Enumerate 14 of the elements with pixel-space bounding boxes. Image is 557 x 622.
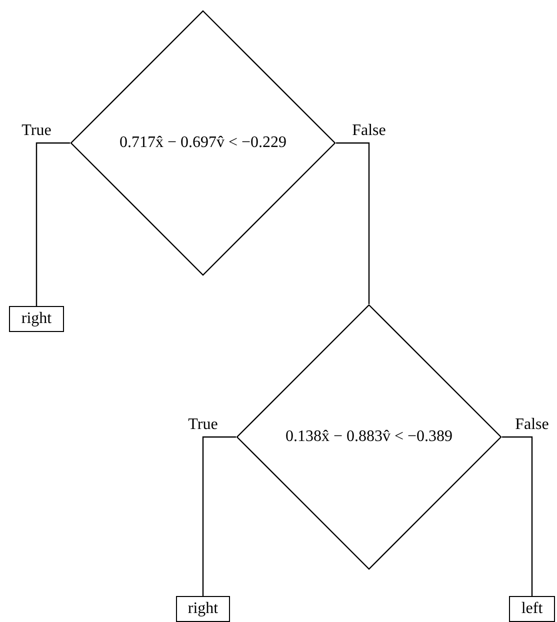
leaf-box [509, 596, 555, 622]
class-label: right [21, 310, 52, 328]
connector-line [502, 436, 533, 596]
class-label: left [521, 600, 543, 618]
condition-text: 0.717x̂ − 0.697v̂ < −0.229 [119, 134, 287, 152]
class-label: right [188, 600, 218, 618]
connector-line [202, 436, 236, 596]
connector-line [36, 142, 70, 306]
leaf-box [9, 306, 64, 332]
condition-text: 0.138x̂ − 0.883v̂ < −0.389 [285, 428, 453, 446]
connector-line [336, 142, 370, 304]
decision-diamond [70, 10, 336, 276]
decision-diamond [236, 304, 502, 570]
leaf-box [176, 596, 230, 622]
